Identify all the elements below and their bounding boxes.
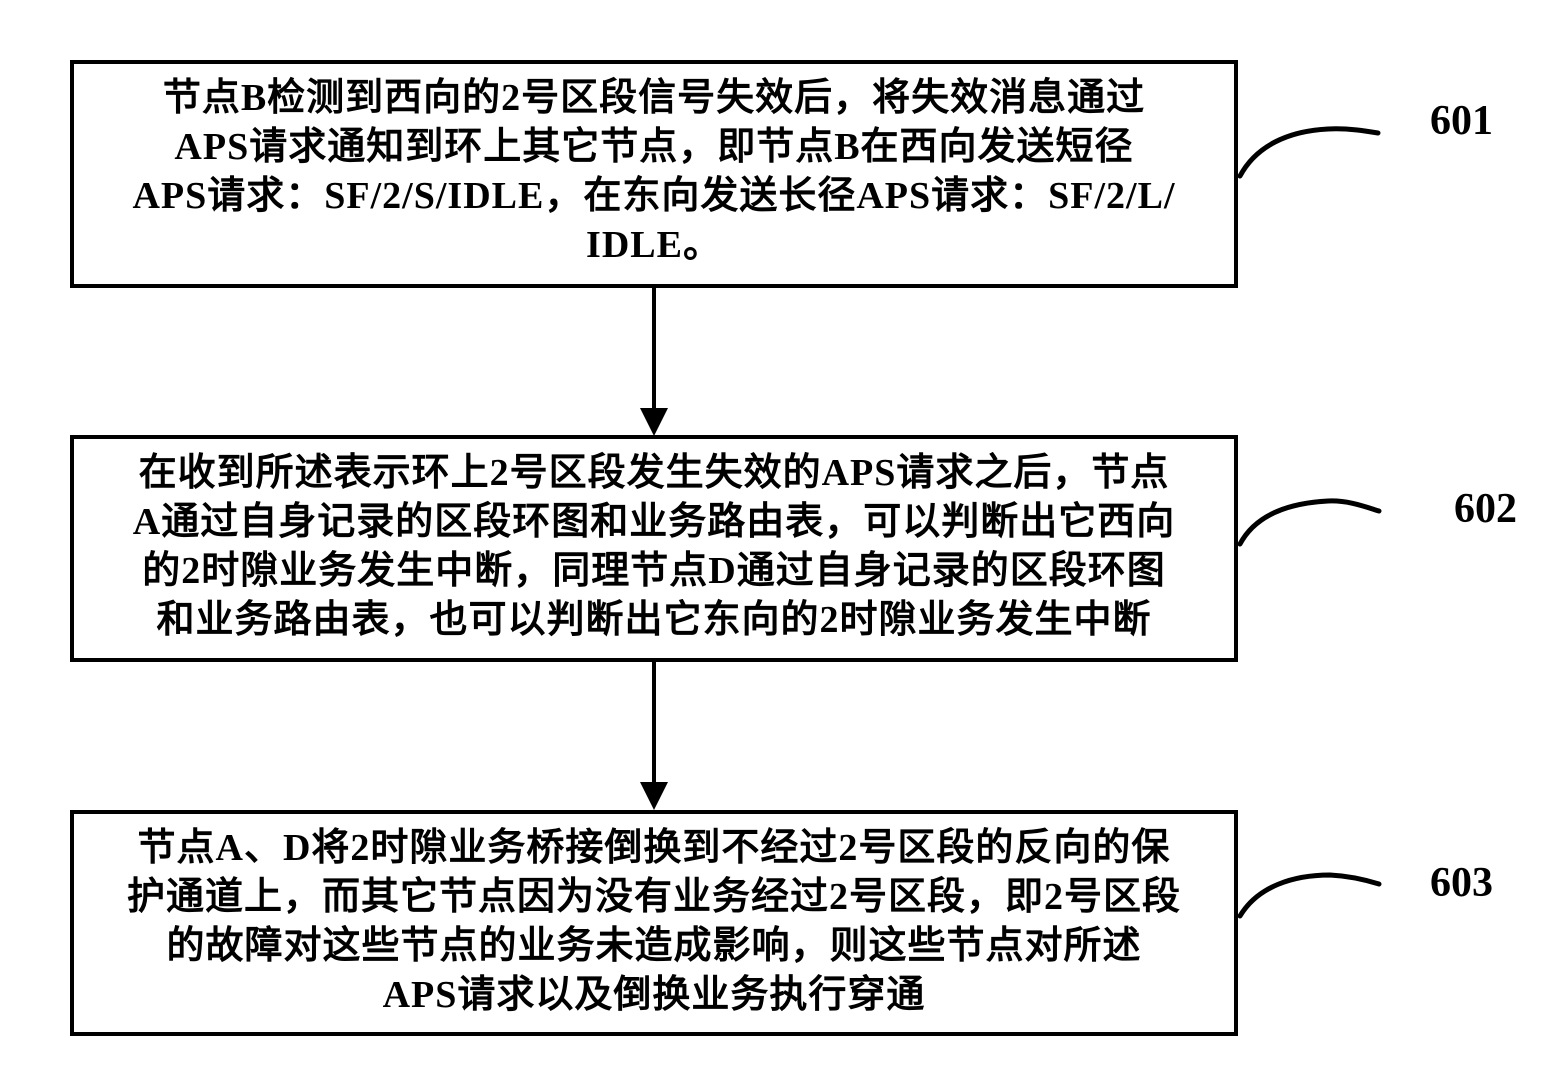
- down-arrow-1-shaft: [652, 287, 656, 411]
- step-603-text-line-4: APS请求以及倒换业务执行穿通: [382, 974, 926, 1016]
- step-602-text-line-2: A通过自身记录的区段环图和业务路由表，可以判断出它西向: [132, 501, 1176, 543]
- ref-number-601: 601: [1430, 98, 1493, 144]
- step-601-text-line-1: 节点B检测到西向的2号区段信号失效后，将失效消息通过: [162, 77, 1146, 119]
- step-603-text-line-2: 护通道上，而其它节点因为没有业务经过2号区段，即2号区段: [126, 876, 1181, 918]
- step-603-text-line-1: 节点A、D将2时隙业务桥接倒换到不经过2号区段的反向的保: [137, 827, 1171, 869]
- down-arrow-1-head-icon: [640, 408, 668, 436]
- leader-line-603: [1237, 872, 1382, 919]
- ref-number-602: 602: [1454, 486, 1517, 532]
- step-601-text-line-4: IDLE。: [586, 224, 722, 266]
- down-arrow-2-shaft: [652, 661, 656, 785]
- ref-number-603: 603: [1430, 860, 1493, 906]
- step-602-text-line-1: 在收到所述表示环上2号区段发生失效的APS请求之后，节点: [138, 452, 1170, 494]
- flow-step-box-602: 在收到所述表示环上2号区段发生失效的APS请求之后，节点 A通过自身记录的区段环…: [70, 435, 1238, 662]
- step-601-text-line-2: APS请求通知到环上其它节点，即节点B在西向发送短径: [174, 126, 1134, 168]
- step-602-text-line-4: 和业务路由表，也可以判断出它东向的2时隙业务发生中断: [156, 599, 1152, 641]
- flow-step-box-603: 节点A、D将2时隙业务桥接倒换到不经过2号区段的反向的保 护通道上，而其它节点因…: [70, 810, 1238, 1036]
- flow-step-box-601: 节点B检测到西向的2号区段信号失效后，将失效消息通过 APS请求通知到环上其它节…: [70, 60, 1238, 288]
- step-602-text-line-3: 的2时隙业务发生中断，同理节点D通过自身记录的区段环图: [142, 550, 1166, 592]
- step-601-text-line-3: APS请求：SF/2/S/IDLE，在东向发送长径APS请求：SF/2/L/: [132, 175, 1176, 217]
- step-603-text-line-3: 的故障对这些节点的业务未造成影响，则这些节点对所述: [166, 925, 1142, 967]
- down-arrow-2-head-icon: [640, 782, 668, 810]
- leader-line-602: [1237, 498, 1382, 547]
- leader-line-601: [1237, 126, 1381, 179]
